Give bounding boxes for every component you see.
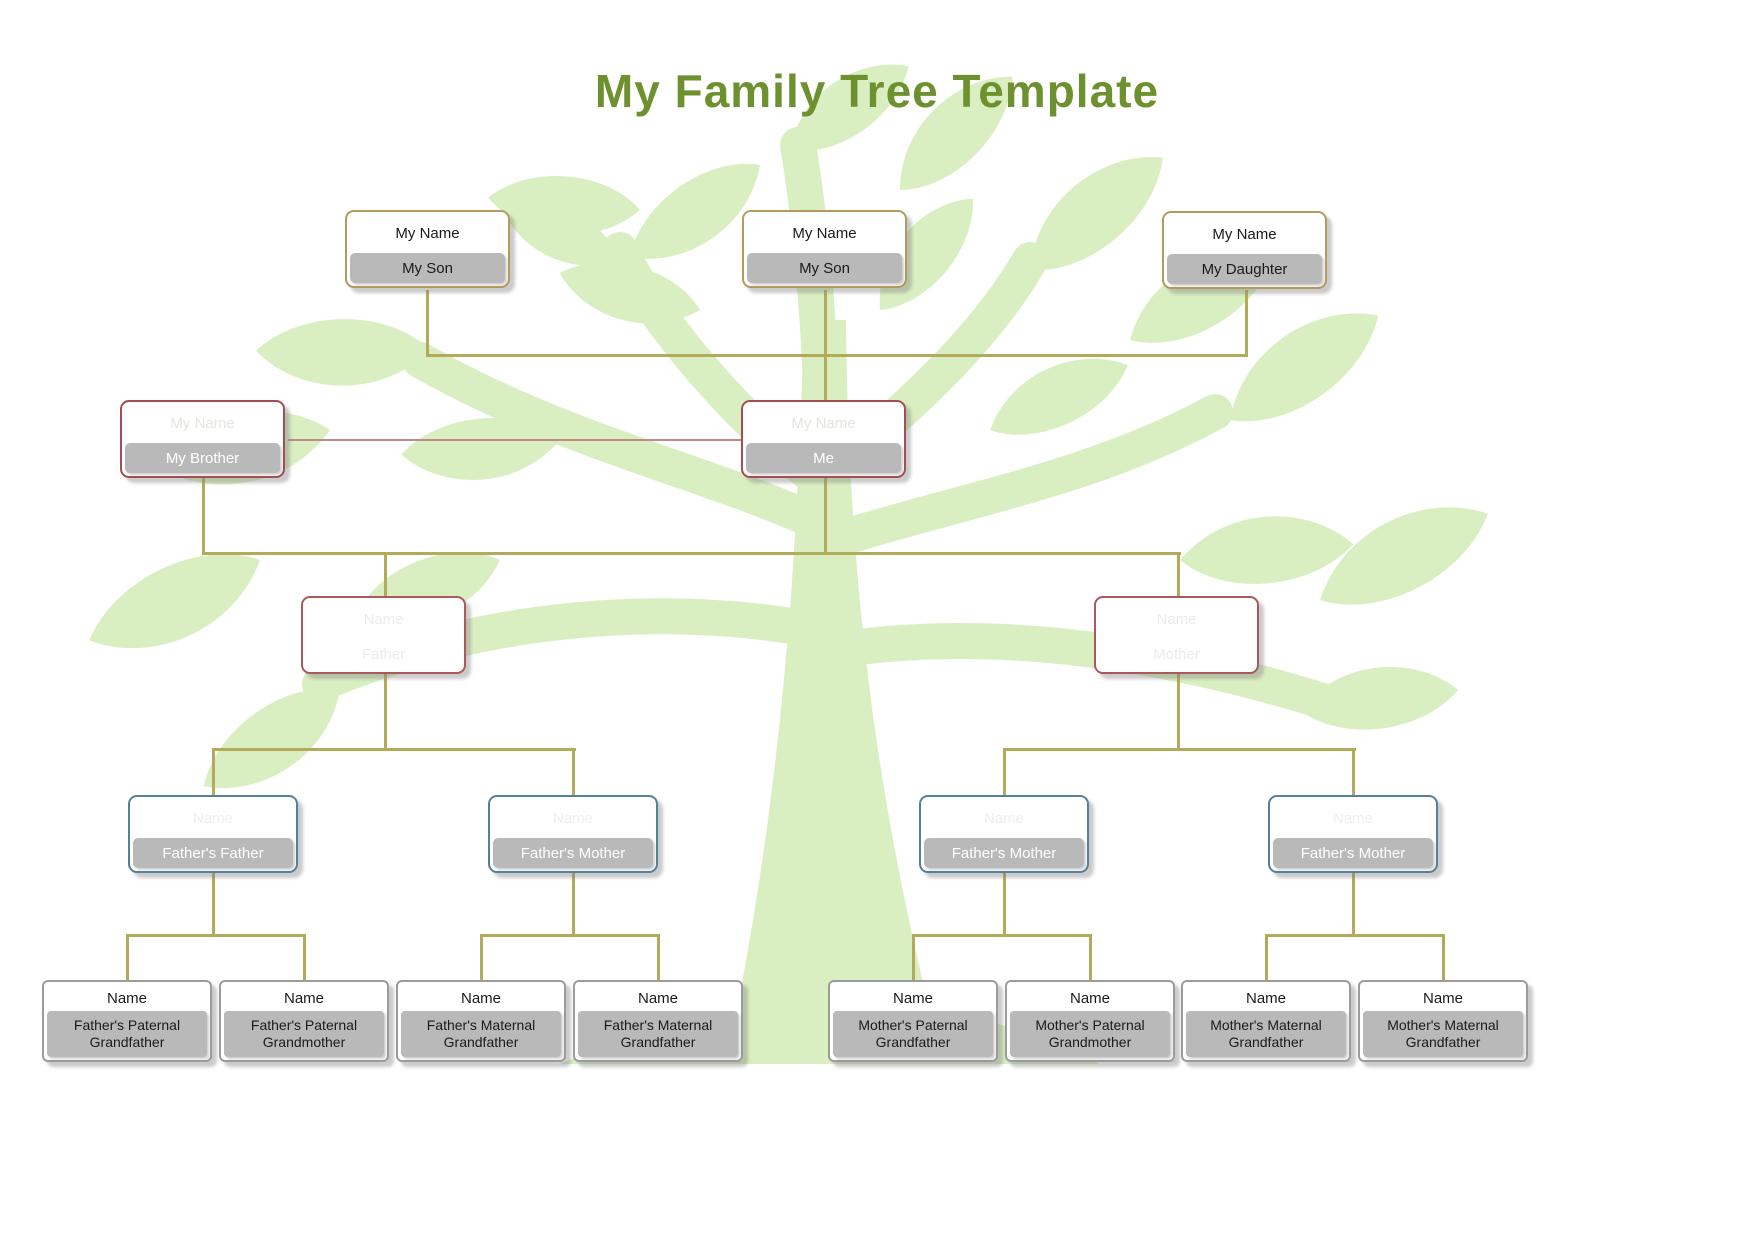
connector-line <box>1442 934 1445 982</box>
connector-line <box>1265 934 1268 982</box>
connector-line <box>912 934 1092 937</box>
node-relation: Father's Maternal Grandfather <box>401 1011 561 1057</box>
node-relation: Father's Maternal Grandfather <box>578 1011 738 1057</box>
node-relation: Father's Paternal Grandmother <box>224 1011 384 1057</box>
connector-line <box>480 934 660 937</box>
node-name[interactable]: My Name <box>791 414 856 432</box>
sibling-connector-line <box>288 439 741 441</box>
node-name[interactable]: Name <box>1156 610 1197 628</box>
node-name[interactable]: Name <box>1332 809 1373 827</box>
node-relation: Mother <box>1153 645 1200 663</box>
connector-line <box>126 934 306 937</box>
node-name[interactable]: Name <box>192 809 233 827</box>
connector-line <box>657 934 660 982</box>
node-paternal-grandmother[interactable]: Name Father's Mother <box>488 795 658 873</box>
node-name[interactable]: Name <box>1422 989 1463 1007</box>
node-father[interactable]: Name Father <box>301 596 466 674</box>
node-son-2[interactable]: My Name My Son <box>742 210 907 288</box>
node-daughter[interactable]: My Name My Daughter <box>1162 211 1327 289</box>
node-paternal-grandfather[interactable]: Name Father's Father <box>128 795 298 873</box>
connector-line <box>212 748 215 797</box>
connector-line <box>912 934 915 982</box>
connector-line <box>202 552 1181 555</box>
node-name[interactable]: Name <box>1245 989 1286 1007</box>
node-relation: Father's Father <box>133 838 293 868</box>
node-relation: My Daughter <box>1167 254 1322 284</box>
connector-line <box>1003 748 1006 797</box>
node-name[interactable]: My Name <box>792 224 857 242</box>
connector-line <box>212 873 215 937</box>
node-mother[interactable]: Name Mother <box>1094 596 1259 674</box>
node-great-grandparent-5[interactable]: Name Mother's Paternal Grandfather <box>828 980 998 1062</box>
connector-line <box>824 478 827 555</box>
node-relation: Father's Paternal Grandfather <box>47 1011 207 1057</box>
node-name[interactable]: Name <box>983 809 1024 827</box>
connector-line <box>1003 748 1356 751</box>
node-relation: Father's Mother <box>1273 838 1433 868</box>
connector-line <box>1089 934 1092 982</box>
node-name[interactable]: Name <box>363 610 404 628</box>
node-relation: Mother's Paternal Grandmother <box>1010 1011 1170 1057</box>
connector-line <box>1177 674 1180 750</box>
node-relation: Father's Mother <box>493 838 653 868</box>
connector-line <box>824 290 827 402</box>
connector-line <box>126 934 129 982</box>
node-great-grandparent-2[interactable]: Name Father's Paternal Grandmother <box>219 980 389 1062</box>
connector-line <box>384 552 387 598</box>
node-relation: My Son <box>747 253 902 283</box>
connector-line <box>572 873 575 937</box>
connector-line <box>384 674 387 750</box>
node-great-grandparent-6[interactable]: Name Mother's Paternal Grandmother <box>1005 980 1175 1062</box>
node-name[interactable]: My Name <box>1212 225 1277 243</box>
node-great-grandparent-3[interactable]: Name Father's Maternal Grandfather <box>396 980 566 1062</box>
node-me[interactable]: My Name Me <box>741 400 906 478</box>
node-name[interactable]: Name <box>892 989 933 1007</box>
node-relation: My Brother <box>125 443 280 473</box>
node-relation: Father <box>361 645 406 663</box>
node-great-grandparent-1[interactable]: Name Father's Paternal Grandfather <box>42 980 212 1062</box>
connector-line <box>1352 748 1355 797</box>
connector-line <box>202 478 205 555</box>
node-name[interactable]: My Name <box>170 414 235 432</box>
node-name[interactable]: Name <box>283 989 324 1007</box>
node-son-1[interactable]: My Name My Son <box>345 210 510 288</box>
node-name[interactable]: Name <box>552 809 593 827</box>
node-relation: Father's Mother <box>924 838 1084 868</box>
connector-line <box>480 934 483 982</box>
node-great-grandparent-4[interactable]: Name Father's Maternal Grandfather <box>573 980 743 1062</box>
node-name[interactable]: Name <box>460 989 501 1007</box>
node-relation: My Son <box>350 253 505 283</box>
node-name[interactable]: My Name <box>395 224 460 242</box>
node-name[interactable]: Name <box>637 989 678 1007</box>
connector-line <box>1352 873 1355 937</box>
connector-line <box>426 354 1248 357</box>
node-maternal-grandparent-1[interactable]: Name Father's Mother <box>919 795 1089 873</box>
node-relation: Mother's Maternal Grandfather <box>1186 1011 1346 1057</box>
connector-line <box>1245 290 1248 356</box>
connector-line <box>212 748 576 751</box>
node-name[interactable]: Name <box>1069 989 1110 1007</box>
node-maternal-grandparent-2[interactable]: Name Father's Mother <box>1268 795 1438 873</box>
node-brother[interactable]: My Name My Brother <box>120 400 285 478</box>
node-relation: Mother's Maternal Grandfather <box>1363 1011 1523 1057</box>
connector-line <box>1265 934 1445 937</box>
page-title: My Family Tree Template <box>594 65 1160 117</box>
node-relation: Me <box>746 443 901 473</box>
node-relation: Mother's Paternal Grandfather <box>833 1011 993 1057</box>
connector-line <box>1003 873 1006 937</box>
node-name[interactable]: Name <box>106 989 147 1007</box>
connector-line <box>303 934 306 982</box>
connector-line <box>426 290 429 356</box>
node-great-grandparent-8[interactable]: Name Mother's Maternal Grandfather <box>1358 980 1528 1062</box>
node-great-grandparent-7[interactable]: Name Mother's Maternal Grandfather <box>1181 980 1351 1062</box>
connector-line <box>572 748 575 797</box>
connector-line <box>1177 552 1180 598</box>
